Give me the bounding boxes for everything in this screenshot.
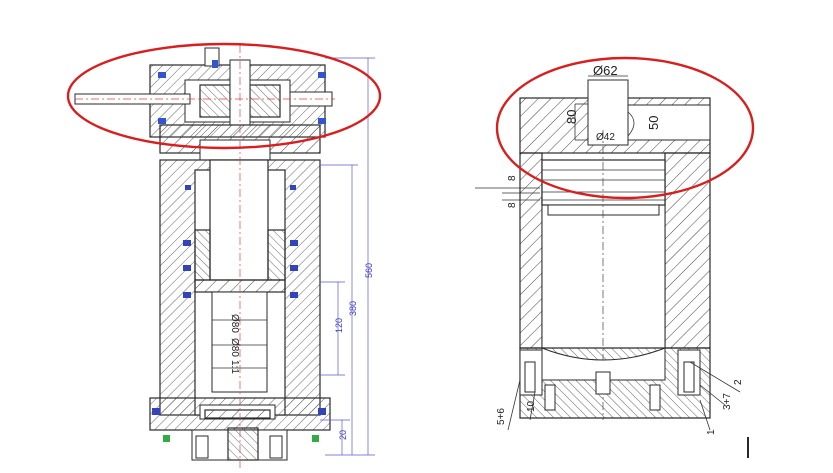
right-leader-lines	[475, 75, 741, 431]
left-dimension-lines	[320, 57, 375, 456]
left-cylinder-drawing: Ø80 Ø80 1:1 560 380 120 20	[66, 42, 382, 468]
part-5-6: 5+6	[496, 408, 507, 425]
dim-20: 20	[338, 430, 348, 440]
dim-560: 560	[364, 263, 374, 278]
right-top-cap	[519, 79, 711, 154]
part-3-7: 3+7	[722, 393, 733, 410]
left-highlight-ellipse	[66, 42, 382, 150]
dim-d62: Ø62	[593, 63, 618, 78]
dim-120: 120	[334, 318, 344, 333]
dim-8a: 8	[507, 175, 518, 181]
left-inner-labels: Ø80 Ø80 1:1	[229, 314, 240, 374]
inner-label-2: Ø80	[229, 338, 240, 357]
part-1: 1	[706, 429, 717, 435]
dim-8b: 8	[507, 202, 518, 208]
right-bottom-cap	[519, 347, 711, 419]
right-highlight-ellipse	[495, 56, 755, 200]
inner-label-3: 1:1	[229, 360, 240, 374]
part-10: 10	[526, 400, 537, 412]
dim-80: 80	[564, 110, 579, 124]
right-cylinder-drawing: Ø62 80 50 Ø42 8 8 5+6 10 2 3+7 1	[475, 56, 755, 458]
part-2: 2	[733, 379, 744, 385]
inner-label-1: Ø80	[229, 314, 240, 333]
left-top-head	[74, 47, 335, 161]
dim-d42: Ø42	[596, 132, 615, 143]
dim-380: 380	[348, 301, 358, 316]
dim-50: 50	[646, 116, 661, 130]
